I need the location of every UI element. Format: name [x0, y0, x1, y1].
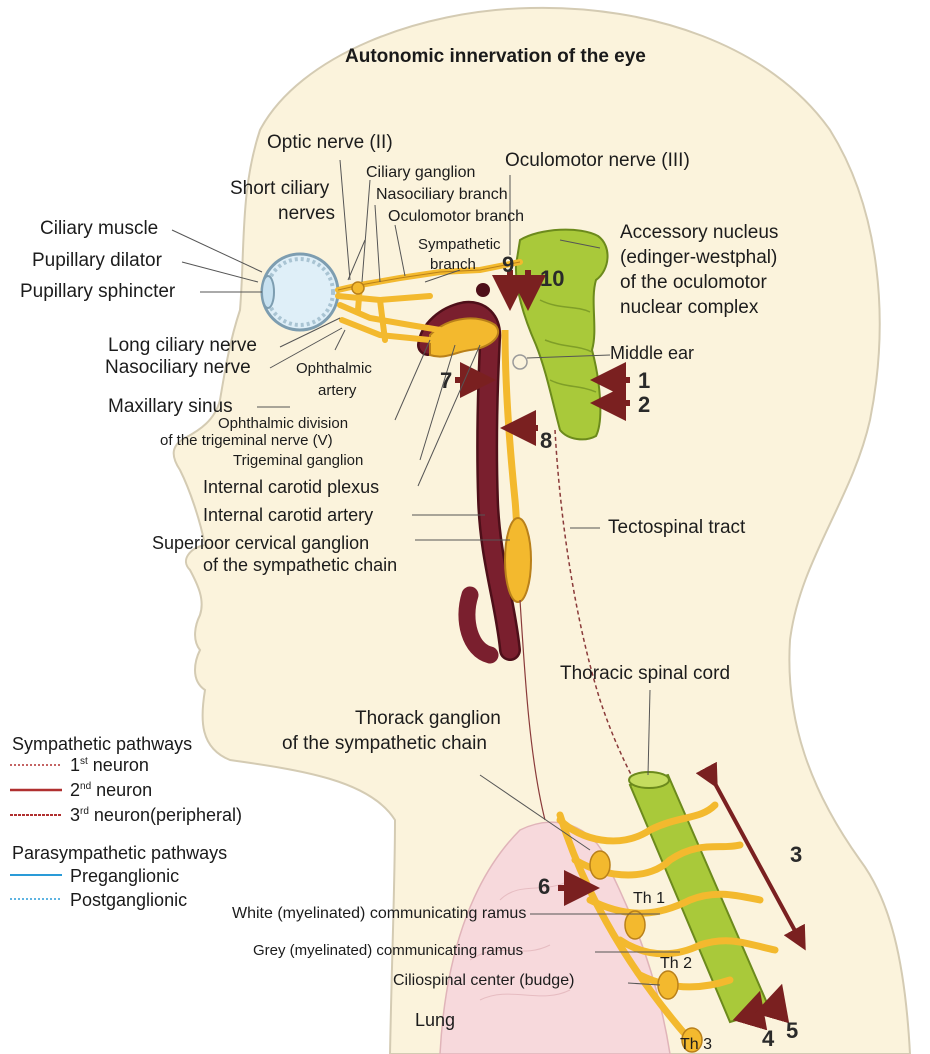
legend-postganglionic: Postganglionic	[70, 890, 188, 910]
marker-6: 6	[538, 874, 551, 899]
marker-2: 2	[638, 392, 651, 417]
label-grey-ramus: Grey (myelinated) communicating ramus	[253, 942, 524, 959]
label-optic-nerve: Optic nerve (II)	[267, 132, 393, 153]
legend-third-neuron-text: neuron(peripheral)	[88, 805, 243, 825]
marker-3: 3	[790, 842, 803, 867]
label-ophthalmic-artery-line2: artery	[318, 382, 357, 399]
legend-second-neuron-text: neuron	[91, 780, 153, 800]
second-neuron-line	[519, 599, 546, 821]
carotid-hook	[458, 586, 499, 664]
label-sympathetic-branch-line2: branch	[430, 256, 476, 273]
label-ciliary-ganglion: Ciliary ganglion	[366, 164, 476, 181]
label-long-ciliary-nerve: Long ciliary nerve	[108, 335, 257, 356]
label-superior-cervical-ganglion-line1: Superioor cervical ganglion	[152, 533, 370, 553]
label-nasociliary-branch: Nasociliary branch	[376, 186, 508, 203]
legend-second-neuron: 2nd neuron	[70, 780, 152, 801]
label-th2: Th 2	[660, 955, 693, 972]
label-th3: Th 3	[680, 1036, 713, 1053]
middle-ear-ring	[512, 354, 528, 370]
label-lung: Lung	[415, 1010, 456, 1030]
legend-first-neuron-text: neuron	[87, 755, 149, 775]
legend-parasympathetic-title: Parasympathetic pathways	[12, 843, 228, 863]
label-accessory-nucleus-line3: of the oculomotor	[620, 272, 767, 293]
marker-7: 7	[440, 368, 453, 393]
label-oculomotor-branch: Oculomotor branch	[388, 208, 525, 225]
lung-texture	[469, 879, 571, 1001]
tectospinal-tract-line	[554, 429, 651, 811]
label-sympathetic-branch-line1: Sympathetic	[418, 236, 501, 253]
double-arrow-3	[695, 761, 806, 951]
label-pupillary-dilator: Pupillary dilator	[32, 250, 162, 271]
label-accessory-nucleus-line2: (edinger-westphal)	[620, 247, 778, 268]
marker-10: 10	[540, 266, 565, 291]
marker-5: 5	[786, 1018, 799, 1043]
label-ophthalmic-division-line1: Ophthalmic division	[218, 415, 349, 432]
legend-third-neuron-ordinal: 3	[70, 805, 81, 825]
legend-preganglionic: Preganglionic	[70, 866, 180, 886]
label-accessory-nucleus-line1: Accessory nucleus	[620, 222, 779, 243]
label-ciliospinal-center: Ciliospinal center (budge)	[393, 972, 575, 989]
label-tectospinal-tract: Tectospinal tract	[608, 517, 746, 538]
legend-first-neuron: 1st neuron	[70, 755, 149, 776]
legend-second-neuron-suffix: nd	[80, 781, 92, 792]
label-nasociliary-nerve: Nasociliary nerve	[105, 357, 251, 378]
ciliary-ganglion-dot	[351, 281, 365, 295]
marker-1: 1	[638, 368, 651, 393]
legend-third-neuron-suffix: rd	[80, 806, 89, 817]
label-maxillary-sinus: Maxillary sinus	[108, 396, 233, 417]
eyeball	[260, 252, 340, 332]
trigeminal-ganglion-shape	[429, 317, 500, 358]
label-pupillary-sphincter: Pupillary sphincter	[20, 281, 176, 302]
pathway-arrows	[455, 270, 790, 1031]
label-trigeminal-ganglion: Trigeminal ganglion	[233, 452, 364, 469]
label-ciliary-muscle: Ciliary muscle	[40, 218, 159, 239]
label-ophthalmic-artery-line1: Ophthalmic	[296, 360, 372, 377]
label-internal-carotid-artery: Internal carotid artery	[203, 505, 374, 525]
label-th1: Th 1	[633, 890, 666, 907]
diagram-title: Autonomic innervation of the eye	[345, 46, 646, 67]
label-internal-carotid-plexus: Internal carotid plexus	[203, 477, 380, 497]
superior-cervical-ganglion-shape	[504, 517, 532, 603]
label-thoracic-spinal-cord: Thoracic spinal cord	[560, 663, 731, 684]
artery-sinus-dot	[476, 283, 490, 297]
marker-9: 9	[502, 252, 515, 277]
spinal-cord-top	[628, 771, 670, 789]
label-white-ramus: White (myelinated) communicating ramus	[232, 905, 527, 922]
legend-third-neuron: 3rd neuron(peripheral)	[70, 805, 242, 826]
label-thorack-ganglion-line1: Thorack ganglion	[355, 708, 501, 729]
label-thorack-ganglion-line2: of the sympathetic chain	[282, 733, 487, 754]
marker-4: 4	[762, 1026, 775, 1051]
label-superior-cervical-ganglion-line2: of the sympathetic chain	[203, 555, 398, 575]
label-ophthalmic-division-line2: of the trigeminal nerve (V)	[160, 432, 333, 449]
legend-sympathetic-title: Sympathetic pathways	[12, 734, 193, 754]
legend-first-neuron-suffix: st	[80, 756, 88, 767]
leader-lines	[171, 159, 680, 986]
label-oculomotor-nerve: Oculomotor nerve (III)	[505, 150, 690, 171]
marker-8: 8	[540, 428, 553, 453]
label-short-ciliary-line1: Short ciliary	[230, 178, 330, 199]
label-short-ciliary-line2: nerves	[278, 203, 336, 224]
label-middle-ear: Middle ear	[610, 343, 695, 363]
label-accessory-nucleus-line4: nuclear complex	[620, 297, 759, 318]
legend-samples	[10, 764, 62, 900]
legend-second-neuron-ordinal: 2	[70, 780, 81, 800]
legend-first-neuron-ordinal: 1	[70, 755, 81, 775]
